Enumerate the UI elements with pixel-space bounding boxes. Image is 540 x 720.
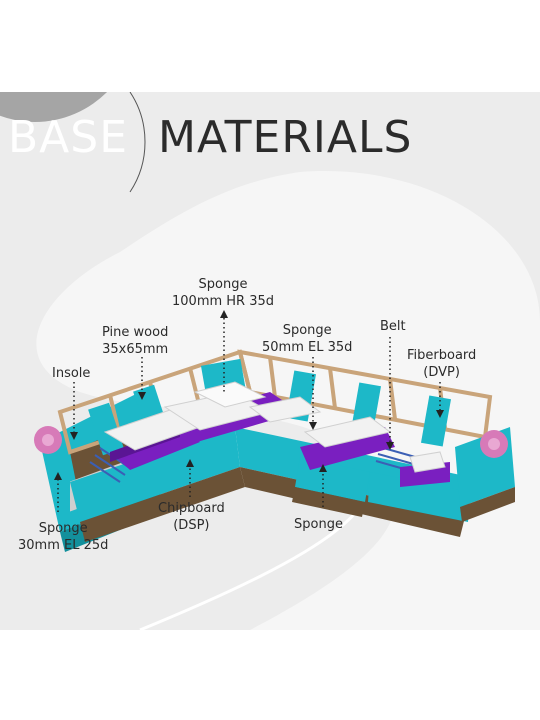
label-belt: Belt [380,319,406,334]
sofa-illustration [34,310,515,552]
content-panel: BASE MATERIALS [0,92,540,630]
arrow-heads [54,310,444,480]
label-chipboard: Chipboard(DSP) [158,501,225,533]
title-materials: MATERIALS [158,112,413,163]
label-insole: Insole [52,366,91,381]
label-sponge-bottom: Sponge [294,517,343,532]
leader-arrows [57,318,441,512]
title-base: BASE [8,112,129,163]
label-fiberboard: Fiberboard(DVP) [407,348,477,380]
sofa-base [70,427,470,542]
sofa-top-foam [103,381,446,473]
sofa-right-arm [455,427,515,522]
title-divider [129,92,146,193]
